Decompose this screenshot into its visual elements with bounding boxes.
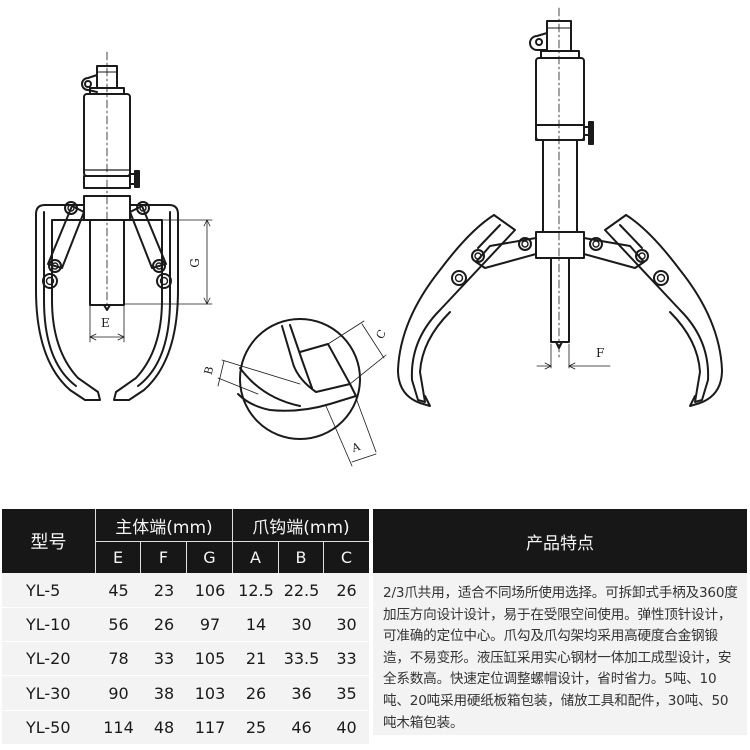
cell-a: 21 — [233, 642, 279, 675]
left-puller-drawing — [35, 51, 213, 401]
cell-model: YL-50 — [2, 711, 96, 744]
cell-e: 114 — [96, 711, 141, 744]
cell-g: 105 — [187, 642, 233, 675]
cell-a: 26 — [233, 676, 279, 710]
cell-f: 33 — [141, 642, 187, 675]
cell-g: 97 — [187, 608, 233, 641]
header-col-g: G — [187, 542, 233, 573]
cell-a: 25 — [233, 711, 279, 744]
cell-c: 33 — [324, 642, 369, 675]
cell-b: 46 — [279, 711, 324, 744]
cell-c: 30 — [324, 608, 369, 641]
header-claw-end: 爪钩端(mm) — [233, 509, 369, 542]
cell-g: 117 — [187, 711, 233, 744]
cell-e: 90 — [96, 676, 141, 710]
cell-model: YL-5 — [2, 573, 96, 607]
cell-c: 40 — [324, 711, 369, 744]
cell-g: 103 — [187, 676, 233, 710]
cell-e: 45 — [96, 573, 141, 607]
table-row: YL-30 90 38 103 26 36 35 — [2, 676, 369, 711]
cell-f: 48 — [141, 711, 187, 744]
cell-f: 38 — [141, 676, 187, 710]
cell-c: 35 — [324, 676, 369, 710]
cell-f: 26 — [141, 608, 187, 641]
puller-technical-drawing — [35, 7, 723, 467]
header-col-c: C — [324, 542, 369, 573]
header-col-a: A — [233, 542, 279, 573]
dim-label-e: E — [101, 316, 110, 330]
dim-label-g: G — [187, 258, 202, 268]
cell-model: YL-10 — [2, 608, 96, 641]
features-description: 2/3爪共用，适合不同场所使用选择。可拆卸式手柄及360度加压方向设计设计，易于… — [373, 573, 747, 735]
header-col-e: E — [96, 542, 141, 573]
features-title: 产品特点 — [373, 509, 747, 573]
cell-g: 106 — [187, 573, 233, 607]
spec-table: 型号 主体端(mm) 爪钩端(mm) E F G A B C YL-5 45 2… — [2, 509, 369, 744]
table-row: YL-50 114 48 117 25 46 40 — [2, 711, 369, 744]
table-row: YL-5 45 23 106 12.5 22.5 26 — [2, 573, 369, 608]
header-col-b: B — [279, 542, 324, 573]
table-row: YL-10 56 26 97 14 30 30 — [2, 608, 369, 642]
header-col-f: F — [141, 542, 187, 573]
cell-c: 26 — [324, 573, 369, 607]
table-row: YL-20 78 33 105 21 33.5 33 — [2, 642, 369, 676]
cell-e: 78 — [96, 642, 141, 675]
dim-label-f: F — [596, 346, 605, 360]
cell-b: 22.5 — [279, 573, 324, 607]
claw-detail-drawing — [217, 318, 387, 467]
cell-a: 12.5 — [233, 573, 279, 607]
cell-f: 23 — [141, 573, 187, 607]
cell-a: 14 — [233, 608, 279, 641]
right-puller-drawing — [397, 7, 723, 407]
header-model: 型号 — [2, 509, 96, 573]
cell-b: 33.5 — [279, 642, 324, 675]
cell-model: YL-30 — [2, 676, 96, 710]
cell-model: YL-20 — [2, 642, 96, 675]
header-main-end: 主体端(mm) — [96, 509, 233, 542]
cell-e: 56 — [96, 608, 141, 641]
cell-b: 36 — [279, 676, 324, 710]
cell-b: 30 — [279, 608, 324, 641]
